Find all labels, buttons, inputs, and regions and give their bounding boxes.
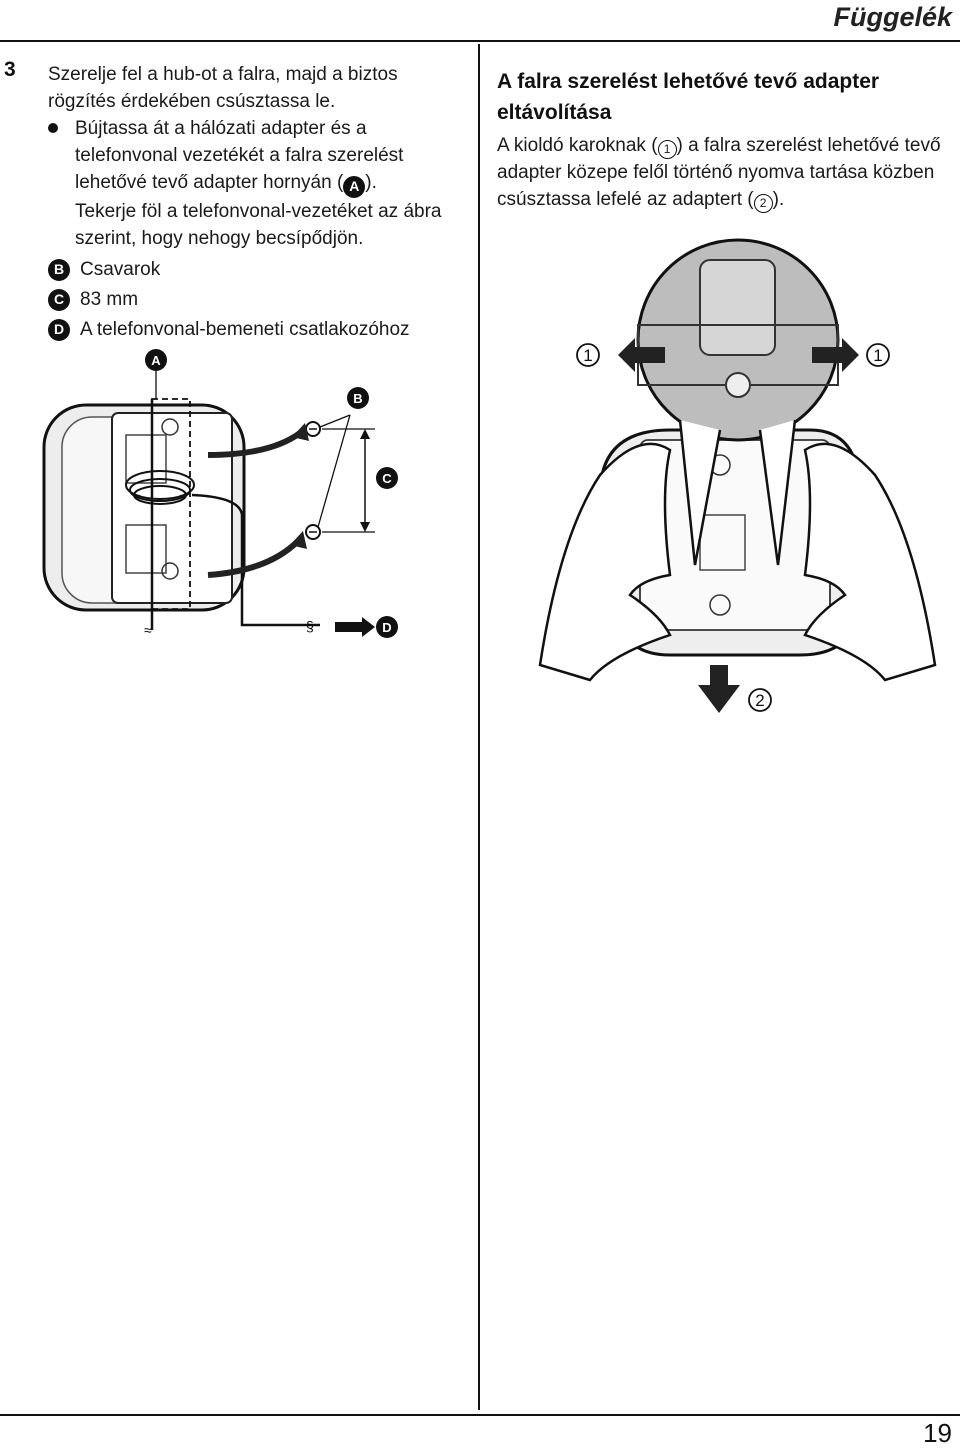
circled-1-icon: 1 bbox=[657, 140, 677, 159]
footer-rule bbox=[0, 1414, 960, 1416]
bullet-icon bbox=[48, 123, 58, 133]
legend: B Csavarok C 83 mm D A telefonvonal-beme… bbox=[48, 255, 468, 345]
hub-mounting-illustration: ≈ § A B C D bbox=[42, 349, 398, 638]
badge-c-icon: C bbox=[48, 288, 70, 311]
header-rule bbox=[0, 40, 960, 42]
dimension-arrow-icon bbox=[360, 522, 370, 532]
cable-break-icon: ≈ bbox=[144, 622, 152, 638]
svg-text:1: 1 bbox=[873, 346, 882, 365]
circled-2-icon: 2 bbox=[753, 194, 773, 213]
svg-text:D: D bbox=[382, 620, 391, 635]
figure-circled-1-right: 1 bbox=[866, 343, 890, 367]
adapter-slot bbox=[125, 524, 167, 574]
dimension-arrow-icon bbox=[360, 429, 370, 439]
bullet-text-second: Tekerje föl a telefonvonal-vezetéket az … bbox=[75, 200, 442, 249]
arrow-right-icon bbox=[812, 338, 859, 372]
detail-pointer bbox=[678, 419, 722, 566]
svg-text:2: 2 bbox=[755, 691, 764, 710]
svg-text:C: C bbox=[382, 471, 392, 486]
figure-circled-1-left: 1 bbox=[576, 343, 600, 367]
legend-item-d: D A telefonvonal-bemeneti csatlakozóhoz bbox=[48, 315, 468, 345]
legend-text-b: Csavarok bbox=[80, 259, 161, 280]
leader-line bbox=[319, 414, 351, 428]
figure-badge-d: D bbox=[376, 616, 398, 638]
page-number: 19 bbox=[923, 1418, 952, 1448]
figure-badge-c: C bbox=[376, 467, 398, 489]
coiled-cable bbox=[125, 470, 195, 500]
detail-pointer bbox=[758, 419, 797, 566]
coiled-cable bbox=[129, 478, 191, 502]
paragraph-text-1: A kioldó karoknak ( bbox=[497, 135, 658, 156]
paragraph-text-2: ) a falra szerelést lehetővé tevő adapte… bbox=[497, 135, 941, 210]
legend-item-b: B Csavarok bbox=[48, 255, 468, 285]
detail-adapter-part bbox=[699, 259, 776, 356]
right-column: A falra szerelést lehetővé tevő adapter … bbox=[497, 66, 947, 213]
screw-hole bbox=[161, 562, 179, 580]
screw-bottom bbox=[305, 524, 321, 540]
figure-circled-2: 2 bbox=[748, 688, 772, 712]
paragraph-text-3: ). bbox=[772, 189, 785, 210]
step-intro: Szerelje fel a hub-ot a falra, majd a bi… bbox=[48, 64, 398, 112]
arrow-right-icon bbox=[335, 617, 375, 637]
page-header-title: Függelék bbox=[833, 2, 952, 32]
figure-badge-b: B bbox=[347, 387, 369, 409]
wall-adapter-plate bbox=[111, 412, 233, 604]
arrow-to-bottom-screw bbox=[207, 538, 301, 578]
screw-hole bbox=[161, 418, 179, 436]
badge-a-icon: A bbox=[343, 175, 366, 198]
detail-screw-hole bbox=[725, 372, 751, 398]
arrow-down-icon bbox=[698, 665, 740, 713]
right-hand bbox=[803, 442, 937, 682]
wall-adapter-plate bbox=[639, 439, 831, 631]
left-hand bbox=[538, 442, 672, 682]
section-title: A falra szerelést lehetővé tevő adapter … bbox=[497, 70, 880, 124]
legend-text-c: 83 mm bbox=[80, 289, 139, 310]
arrow-head-icon bbox=[290, 531, 307, 549]
bullet-item: Bújtassa át a hálózati adapter és a tele… bbox=[48, 115, 468, 252]
bullet-text-before: Bújtassa át a hálózati adapter és a tele… bbox=[75, 118, 404, 193]
badge-b-icon: B bbox=[48, 258, 70, 281]
svg-text:1: 1 bbox=[583, 346, 592, 365]
cable-break-icon: § bbox=[306, 618, 314, 634]
arrow-left-icon bbox=[618, 338, 665, 372]
legend-text-d: A telefonvonal-bemeneti csatlakozóhoz bbox=[80, 319, 410, 340]
figure-badge-a: A bbox=[145, 349, 167, 371]
screw-top bbox=[305, 421, 321, 437]
adapter-removal-illustration: 1 1 2 bbox=[538, 238, 937, 713]
arrow-head-icon bbox=[292, 423, 309, 441]
left-column: Szerelje fel a hub-ot a falra, majd a bi… bbox=[48, 61, 468, 345]
coiled-cable bbox=[133, 485, 187, 505]
section-paragraph: A kioldó karoknak (1) a falra szerelést … bbox=[497, 132, 947, 213]
svg-text:B: B bbox=[353, 391, 362, 406]
column-divider bbox=[478, 44, 480, 1410]
bullet-text-after: ). bbox=[365, 172, 377, 193]
step-number: 3 bbox=[4, 58, 16, 81]
leader-line bbox=[317, 414, 351, 528]
phone-cable bbox=[191, 493, 320, 627]
svg-text:A: A bbox=[151, 353, 161, 368]
adapter-slot bbox=[125, 434, 167, 484]
badge-d-icon: D bbox=[48, 318, 70, 341]
screw-hole bbox=[709, 594, 731, 616]
legend-item-c: C 83 mm bbox=[48, 285, 468, 315]
